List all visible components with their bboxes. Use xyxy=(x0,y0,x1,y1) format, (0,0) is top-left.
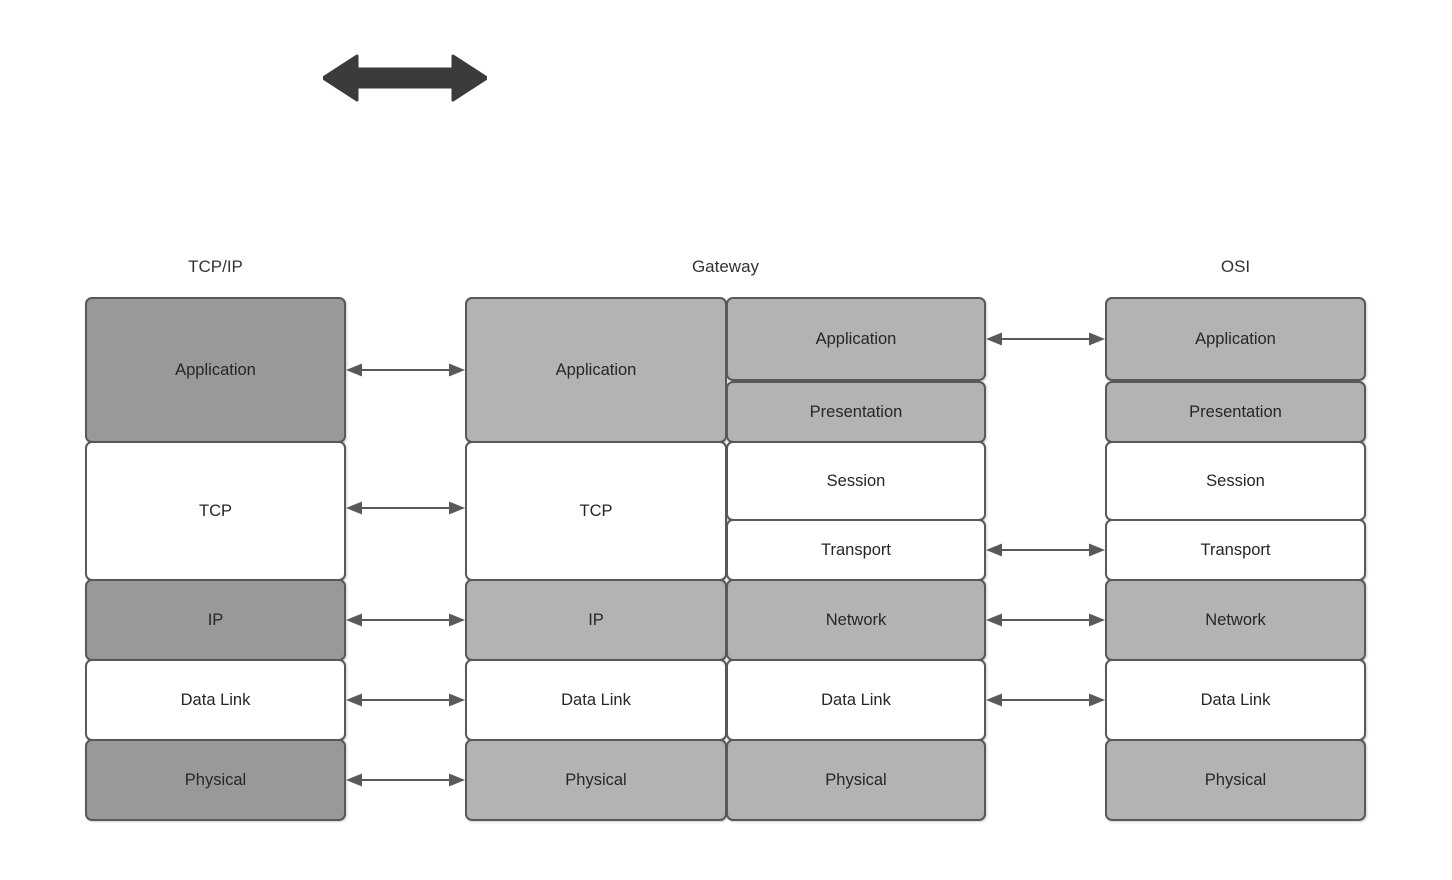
connector-gateway-osi-transport xyxy=(986,541,1105,559)
stack-cell-gateway-right-session[interactable]: Session xyxy=(726,441,986,521)
stack-cell-gateway-left-application[interactable]: Application xyxy=(465,297,727,443)
stack-cell-osi-data-link[interactable]: Data Link xyxy=(1105,659,1366,741)
cell-label: Physical xyxy=(1204,770,1267,789)
stack-cell-gateway-right-network[interactable]: Network xyxy=(726,579,986,661)
cell-label: Data Link xyxy=(1200,690,1271,709)
connector-gateway-osi-data-link xyxy=(986,691,1105,709)
cell-label: Application xyxy=(175,360,256,379)
stack-cell-gateway-left-physical[interactable]: Physical xyxy=(465,739,727,821)
stack-cell-osi-presentation[interactable]: Presentation xyxy=(1105,381,1366,443)
column-title-tcpip: TCP/IP xyxy=(188,257,243,276)
cell-label: Presentation xyxy=(1189,402,1282,421)
cell-label: Data Link xyxy=(821,690,891,709)
cell-label: Physical xyxy=(825,770,887,789)
double-headed-arrow-icon xyxy=(321,52,489,104)
stack-cell-tcpip-ip[interactable]: IP xyxy=(85,579,346,661)
cell-label: Session xyxy=(1206,471,1265,490)
connector-tcpip-gateway-application xyxy=(346,361,465,379)
cell-label: Application xyxy=(555,360,637,379)
cell-label: Transport xyxy=(821,540,891,559)
stack-cell-gateway-left-tcp[interactable]: TCP xyxy=(465,441,727,581)
stack-cell-tcpip-tcp[interactable]: TCP xyxy=(85,441,346,581)
cell-label: Application xyxy=(815,329,897,348)
cell-label: Transport xyxy=(1200,540,1271,559)
stack-cell-osi-session[interactable]: Session xyxy=(1105,441,1366,521)
stack-cell-osi-transport[interactable]: Transport xyxy=(1105,519,1366,581)
cell-label: Physical xyxy=(184,770,247,789)
stack-cell-osi-network[interactable]: Network xyxy=(1105,579,1366,661)
cell-label: Application xyxy=(1195,329,1276,348)
column-title-osi: OSI xyxy=(1220,257,1251,276)
stack-cell-gateway-right-application[interactable]: Application xyxy=(726,297,986,381)
connector-tcpip-gateway-physical xyxy=(346,771,465,789)
stack-cell-osi-physical[interactable]: Physical xyxy=(1105,739,1366,821)
cell-label: Physical xyxy=(565,770,627,789)
cell-label: Network xyxy=(825,610,887,629)
cell-label: Network xyxy=(1205,610,1266,629)
cell-label: Session xyxy=(826,471,886,490)
stack-cell-gateway-right-presentation[interactable]: Presentation xyxy=(726,381,986,443)
cell-label: Data Link xyxy=(561,690,631,709)
cell-label: TCP xyxy=(199,501,232,520)
stack-cell-gateway-right-physical[interactable]: Physical xyxy=(726,739,986,821)
stack-cell-tcpip-application[interactable]: Application xyxy=(85,297,346,443)
cell-label: Presentation xyxy=(809,402,903,421)
cell-label: IP xyxy=(207,610,224,629)
connector-gateway-osi-application xyxy=(986,330,1105,348)
cell-label: Data Link xyxy=(180,690,251,709)
stack-cell-osi-application[interactable]: Application xyxy=(1105,297,1366,381)
connector-gateway-osi-network xyxy=(986,611,1105,629)
column-title-gateway: Gateway xyxy=(691,257,760,276)
stack-cell-gateway-right-data-link[interactable]: Data Link xyxy=(726,659,986,741)
stack-cell-tcpip-data-link[interactable]: Data Link xyxy=(85,659,346,741)
cell-label: TCP xyxy=(579,501,613,520)
cell-label: IP xyxy=(588,610,604,629)
stack-cell-tcpip-physical[interactable]: Physical xyxy=(85,739,346,821)
stack-cell-gateway-left-ip[interactable]: IP xyxy=(465,579,727,661)
connector-tcpip-gateway-ip xyxy=(346,611,465,629)
connector-tcpip-gateway-tcp xyxy=(346,499,465,517)
connector-tcpip-gateway-data-link xyxy=(346,691,465,709)
stack-cell-gateway-left-data-link[interactable]: Data Link xyxy=(465,659,727,741)
stack-cell-gateway-right-transport[interactable]: Transport xyxy=(726,519,986,581)
